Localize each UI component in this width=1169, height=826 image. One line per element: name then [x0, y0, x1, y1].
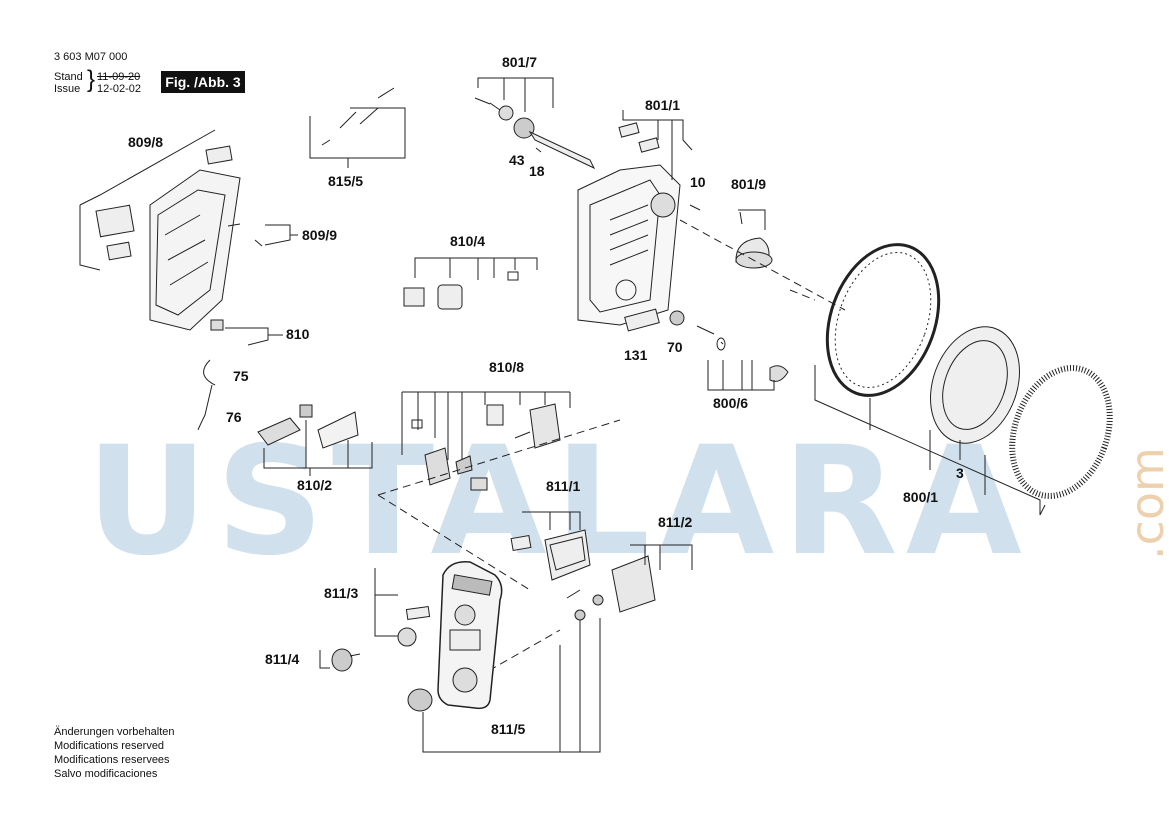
- label-70: 70: [667, 339, 683, 355]
- issue-label: Issue: [54, 83, 81, 95]
- label-801-1: 801/1: [645, 97, 680, 113]
- label-131: 131: [624, 347, 648, 363]
- label-801-9: 801/9: [731, 176, 766, 192]
- label-815-5: 815/5: [328, 173, 363, 189]
- shaft-801-7: [474, 77, 596, 170]
- pins-815-5: [309, 87, 406, 168]
- label-810-2: 810/2: [297, 477, 332, 493]
- knob-811-4: [319, 648, 361, 672]
- modifications-notes: Änderungen vorbehalten Modifications res…: [54, 725, 174, 781]
- label-810-4: 810/4: [450, 233, 485, 249]
- front-cover-811-3: [374, 561, 503, 710]
- main-housing-801-1: [577, 110, 701, 332]
- issue-date: 12-02-02: [97, 83, 142, 95]
- label-811-2: 811/2: [658, 514, 692, 530]
- switch-board-810-8: [401, 391, 571, 491]
- label-801-7: 801/7: [502, 54, 537, 70]
- label-43: 43: [509, 152, 525, 168]
- note-es: Salvo modificaciones: [54, 768, 158, 780]
- housing-rear-part: [79, 129, 241, 331]
- label-76: 76: [226, 409, 242, 425]
- plug-810-2: [257, 404, 373, 476]
- switch-810-4: [403, 257, 538, 310]
- seal-parts-800-6: [669, 310, 789, 391]
- doc-number: 3 603 M07 000: [54, 51, 128, 63]
- figure-label: Fig. /Abb. 3: [161, 71, 245, 93]
- label-811-3: 811/3: [324, 585, 358, 601]
- display-module-811-1: [510, 511, 591, 599]
- knob-801-9: [735, 209, 773, 269]
- label-811-1: 811/1: [546, 478, 580, 494]
- switch-810-cable: [197, 319, 283, 431]
- label-75: 75: [233, 368, 249, 384]
- label-800-1: 800/1: [903, 489, 938, 505]
- label-810-8: 810/8: [489, 359, 524, 375]
- note-fr: Modifications reservees: [54, 754, 170, 766]
- dial-811-5: [407, 609, 601, 753]
- label-810: 810: [286, 326, 310, 342]
- label-3: 3: [956, 465, 964, 481]
- stand-label: Stand: [54, 71, 83, 83]
- label-10: 10: [690, 174, 706, 190]
- screw-809-9: [227, 223, 298, 247]
- label-800-6: 800/6: [713, 395, 748, 411]
- label-811-4: 811/4: [265, 651, 299, 667]
- control-board-811-2: [592, 544, 693, 613]
- stand-date: 11-09-20: [97, 71, 141, 83]
- brace-glyph: }: [87, 66, 96, 93]
- label-18: 18: [529, 163, 545, 179]
- rings-800-1: [814, 243, 1113, 516]
- label-809-9: 809/9: [302, 227, 337, 243]
- label-811-5: 811/5: [491, 721, 525, 737]
- note-en: Modifications reserved: [54, 740, 165, 752]
- label-809-8: 809/8: [128, 134, 163, 150]
- note-de: Änderungen vorbehalten: [54, 726, 175, 738]
